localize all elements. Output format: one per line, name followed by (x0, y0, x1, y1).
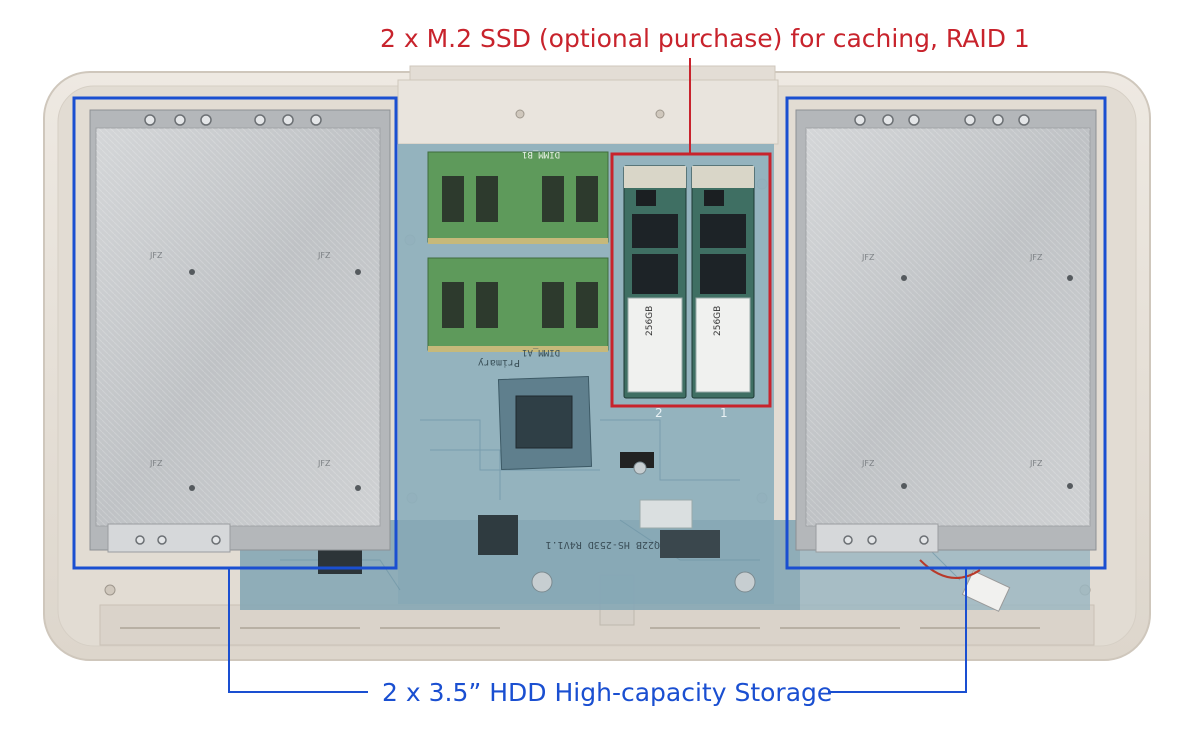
tray-left-badge: JFZ (317, 251, 331, 260)
dimm-a1-label: DIMM_A1 (522, 347, 560, 357)
ssd-annotation: 2 x M.2 SSD (optional purchase) for cach… (380, 24, 1030, 53)
board-id-label: Q22B HS-253D R4V1.1 (546, 539, 660, 550)
hdd-callout-line-left (228, 568, 368, 693)
ssd-right-capacity: 256GB (713, 306, 723, 336)
cpu-chip (497, 375, 593, 471)
tray-right-screws (843, 114, 1030, 545)
dimm-primary-label: Primary (478, 357, 520, 368)
ram-module-top: DIMM_B1 (427, 149, 609, 244)
ssd-left-capacity: 256GB (645, 306, 655, 336)
slot-1-label: 1 (720, 406, 728, 420)
hdd-highlight-box-right (785, 96, 1107, 570)
tray-left-badge: JFZ (149, 251, 163, 260)
hdd-tray-right: JFZ JFZ JFZ JFZ (795, 109, 1097, 553)
tray-right-badge: JFZ (861, 253, 875, 262)
tray-right-badge: JFZ (861, 459, 875, 468)
hdd-tray-left: JFZ JFZ JFZ JFZ (89, 109, 391, 553)
tray-left-holes (189, 269, 361, 491)
ram-module-bottom: DIMM_A1 Primary (427, 257, 609, 368)
m2-ssd-left: 256GB (623, 165, 687, 399)
tray-left-screws (135, 114, 322, 545)
hdd-callout-line-right (828, 568, 967, 693)
tray-left-badge: JFZ (317, 459, 331, 468)
tray-right-badge: JFZ (1029, 253, 1043, 262)
tray-right-badge: JFZ (1029, 459, 1043, 468)
hdd-annotation: 2 x 3.5” HDD High-capacity Storage (382, 678, 833, 707)
hdd-highlight-box-left (72, 96, 398, 570)
tray-right-holes (901, 275, 1073, 489)
dimm-b1-label: DIMM_B1 (522, 149, 560, 159)
slot-2-label: 2 (655, 406, 663, 420)
m2-ssd-right: 256GB (691, 165, 755, 399)
capacitors (531, 461, 756, 593)
tray-left-badge: JFZ (149, 459, 163, 468)
